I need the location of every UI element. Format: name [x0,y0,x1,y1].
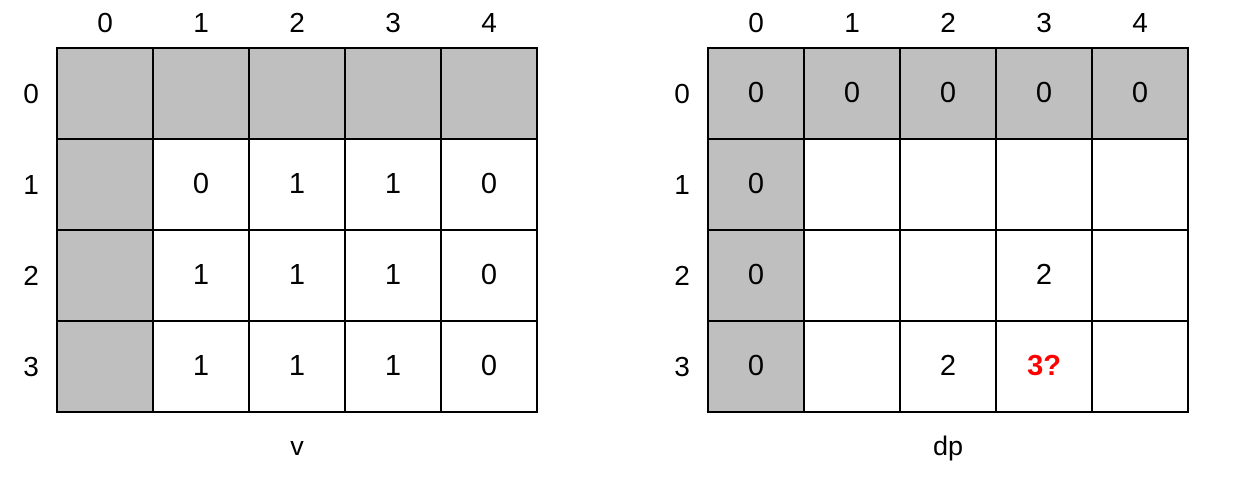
grid-cell [152,47,250,140]
column-header: 1 [844,6,860,38]
grid-cell: 0 [899,47,997,140]
grid-cell: 1 [248,229,346,322]
grid-cell: 0 [152,138,250,231]
grid-cell: 1 [152,229,250,322]
grid-cell: 1 [344,138,442,231]
grid-cell [803,320,901,413]
grid-cell [56,229,154,322]
column-header: 2 [940,6,956,38]
column-header: 0 [748,6,764,38]
column-header: 1 [193,6,209,38]
grid-cell: 0 [1091,47,1189,140]
table-row: 0 [17,47,538,140]
grid-cell: 1 [248,138,346,231]
grid-cell: 1 [248,320,346,413]
grid-cell [995,138,1093,231]
column-header: 0 [97,6,113,38]
grid-cell: 3? [995,320,1093,413]
grid-cell: 0 [803,47,901,140]
column-header: 4 [1132,6,1148,38]
grid-cell: 2 [899,320,997,413]
grid-cell: 0 [440,229,538,322]
column-header: 4 [481,6,497,38]
grid-cell [440,47,538,140]
table-caption: v [290,431,304,461]
row-header: 0 [23,77,39,109]
row-header: 2 [23,259,39,291]
grid-cell [248,47,346,140]
column-header-row: 0 1 2 3 4 [668,4,1188,48]
grid-cell [56,47,154,140]
grid-cell [803,229,901,322]
grid-cell [803,138,901,231]
grid-cell [56,138,154,231]
grid-cell [56,320,154,413]
grid-cell: 0 [995,47,1093,140]
grid-cell: 1 [344,320,442,413]
row-header: 1 [674,168,690,200]
grid-cell: 0 [440,138,538,231]
grid-cell: 0 [707,47,805,140]
column-header: 2 [289,6,305,38]
grid-cell: 1 [344,229,442,322]
grid-cell [344,47,442,140]
grid-cell: 0 [440,320,538,413]
corner-spacer [668,4,708,48]
grid-cell [1091,138,1189,231]
column-header-row: 0 1 2 3 4 [17,4,537,48]
grid-cell: 0 [707,138,805,231]
corner-spacer [17,4,57,48]
column-header: 3 [1036,6,1052,38]
grid-cell: 0 [707,320,805,413]
column-header: 3 [385,6,401,38]
row-header: 3 [674,350,690,382]
grid-cell [899,138,997,231]
row-header: 2 [674,259,690,291]
row-header: 0 [674,77,690,109]
grid-cell: 2 [995,229,1093,322]
row-header: 1 [23,168,39,200]
grid-cell [1091,320,1189,413]
grid-cell: 0 [707,229,805,322]
grid-cell [1091,229,1189,322]
grid-cell [899,229,997,322]
grid-cell: 1 [152,320,250,413]
table-caption: dp [932,431,964,461]
row-header: 3 [23,350,39,382]
